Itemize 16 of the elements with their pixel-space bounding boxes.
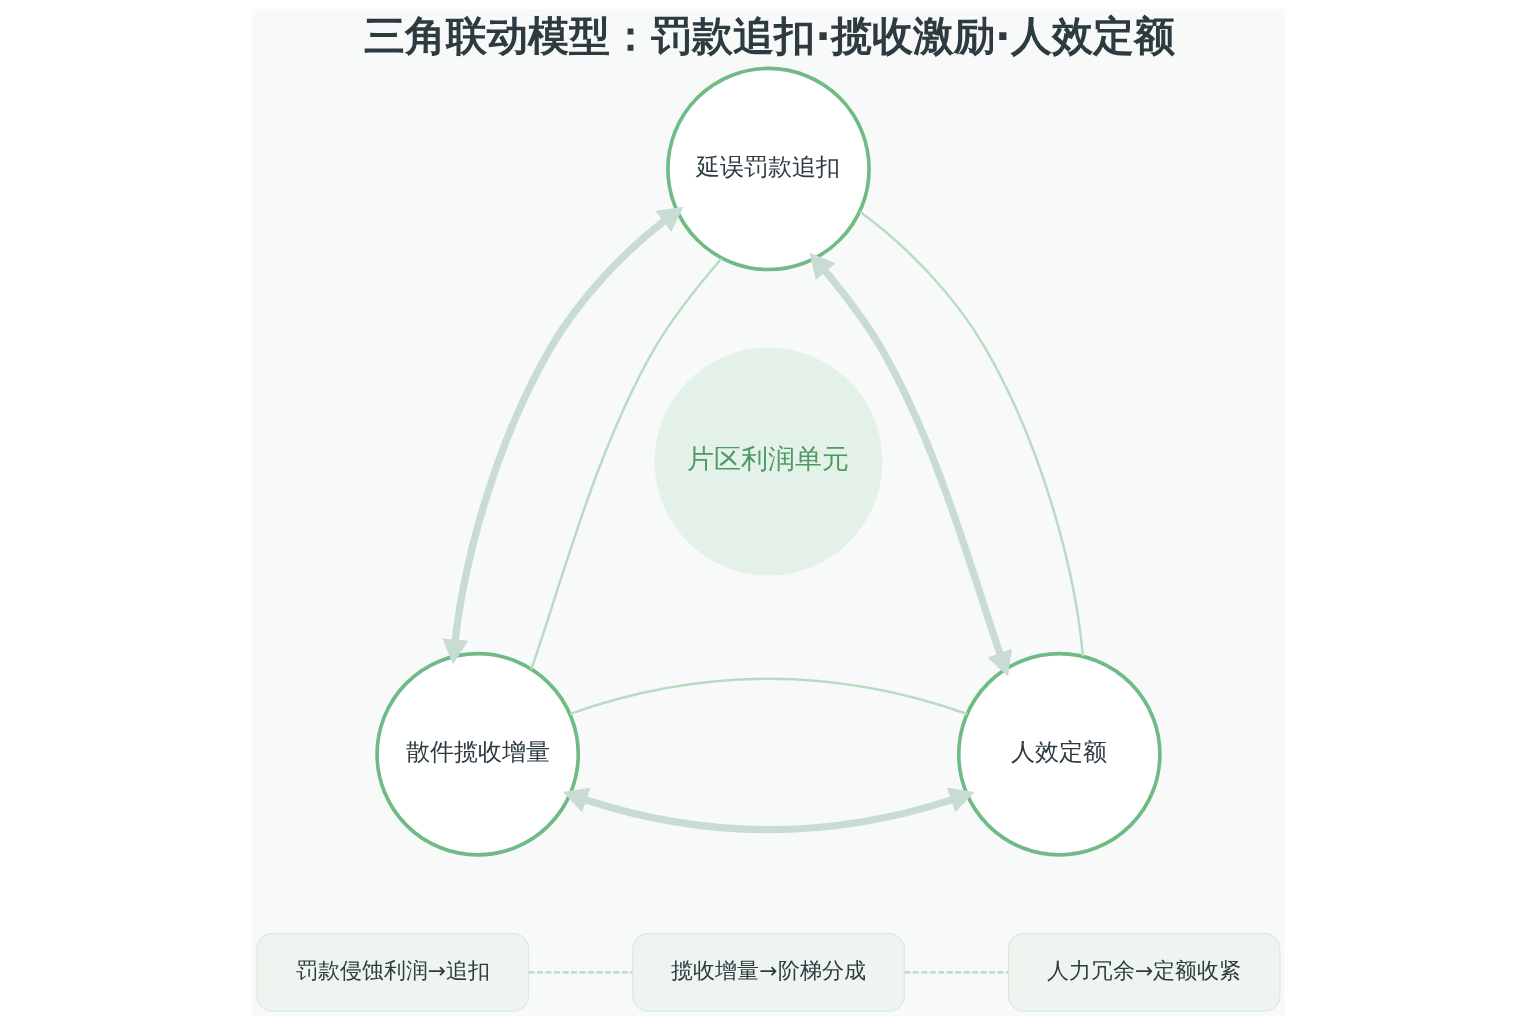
- connector: [569, 677, 968, 715]
- arrow: [809, 252, 1012, 677]
- node-box: 揽收增量→阶梯分成: [631, 932, 905, 1012]
- node-circle: 散件揽收增量: [374, 651, 580, 857]
- connector: [528, 970, 633, 974]
- node-box: 人力冗余→定额收紧: [1007, 932, 1280, 1012]
- arrow: [441, 206, 683, 664]
- node-box: 罚款侵蚀利润→追扣: [256, 932, 529, 1012]
- diagram-title: 三角联动模型：罚款追扣·揽收激励·人效定额: [363, 11, 1175, 60]
- node-circle: 片区利润单元: [654, 347, 882, 575]
- node-circle: 人效定额: [956, 651, 1162, 857]
- connector: [903, 970, 1008, 974]
- connector: [529, 257, 722, 670]
- arrow: [562, 787, 975, 833]
- connector: [858, 210, 1084, 656]
- node-circle: 延误罚款追扣: [665, 66, 871, 271]
